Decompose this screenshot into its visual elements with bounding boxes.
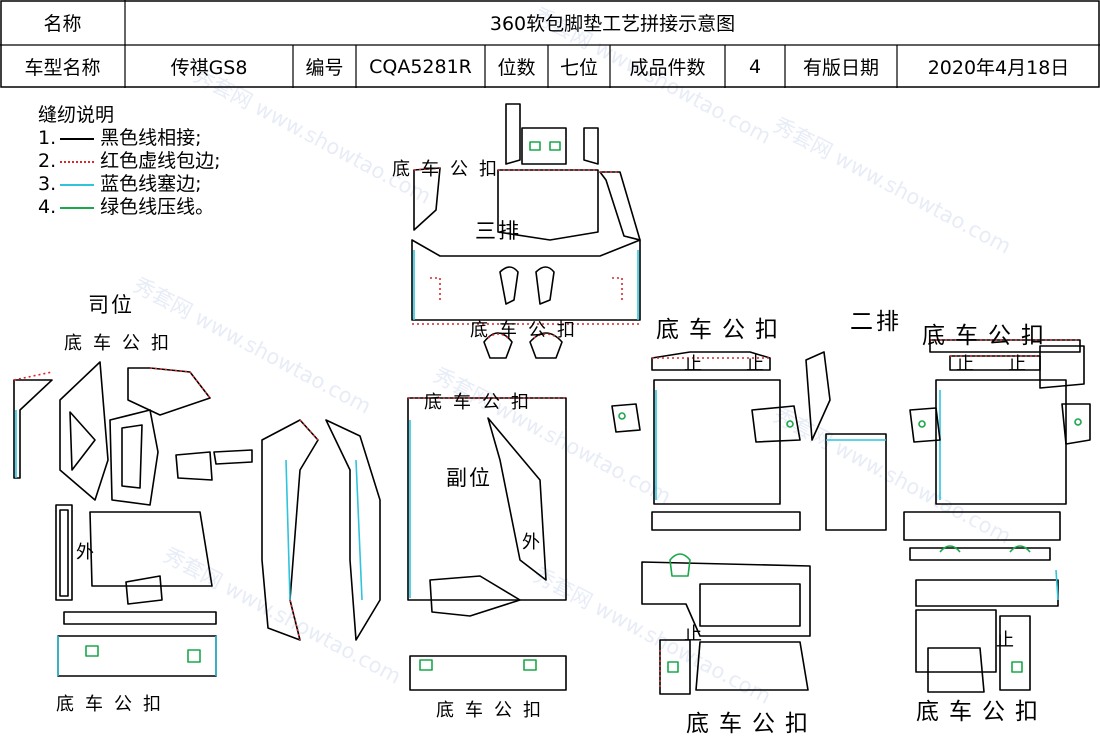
legend-item: 3. 蓝色线塞边; (38, 173, 221, 196)
stop-label: 止 (684, 624, 702, 645)
name-label: 名称 (43, 13, 82, 35)
legend-item: 1. 黑色线相接; (38, 127, 221, 150)
cyan-line-swatch (60, 183, 95, 186)
second-row-label: 二排 (850, 309, 902, 335)
legend-num: 4. (38, 196, 57, 218)
stop-label: 止 (996, 630, 1014, 651)
sewing-legend: 缝纫说明 1. 黑色线相接; 2. 红色虚线包边; 3. 蓝色线塞边; 4. 绿… (38, 104, 221, 219)
stop-label: 止 (684, 354, 702, 375)
seats-value: 七位 (559, 57, 598, 79)
legend-num: 3. (38, 173, 57, 195)
model-value: 传祺GS8 (170, 57, 248, 79)
bottom-clip-label: 底车公扣 (916, 699, 1048, 725)
legend-item: 2. 红色虚线包边; (38, 150, 221, 173)
bottom-clip-label: 底车公扣 (392, 159, 508, 180)
count-value: 4 (748, 55, 762, 78)
legend-text: 红色虚线包边; (100, 150, 221, 172)
legend-text: 黑色线相接; (100, 127, 202, 149)
bottom-clip-label: 底车公扣 (436, 700, 552, 721)
black-line-swatch (60, 137, 95, 140)
bottom-clip-label: 底车公扣 (922, 323, 1054, 349)
legend-item: 4. 绿色线压线。 (38, 196, 221, 219)
stop-label: 止 (956, 354, 974, 375)
outer-label: 外 (76, 542, 94, 563)
date-value: 2020年4月18日 (927, 57, 1070, 79)
passenger-label: 副位 (446, 466, 492, 490)
passenger-pattern-group (407, 397, 567, 691)
page-title: 360软包脚垫工艺拼接示意图 (489, 13, 736, 35)
code-value: CQA5281R (369, 55, 472, 78)
count-label: 成品件数 (629, 57, 706, 79)
bottom-clip-label: 底车公扣 (424, 392, 540, 413)
legend-text: 绿色线压线。 (100, 196, 215, 218)
driver-label: 司位 (88, 293, 134, 317)
stop-label: 止 (746, 354, 764, 375)
outer-label: 外 (522, 532, 540, 553)
second-row-middle-group (611, 351, 887, 695)
date-label: 有版日期 (802, 57, 879, 79)
stop-label: 止 (1008, 354, 1026, 375)
third-row-pattern-group (411, 103, 641, 359)
bottom-clip-label: 底车公扣 (686, 711, 818, 737)
bottom-clip-label: 底车公扣 (656, 317, 788, 343)
seats-label: 位数 (497, 57, 536, 79)
driver-pattern-group (13, 361, 381, 677)
model-label: 车型名称 (24, 57, 101, 79)
second-row-right-group (903, 339, 1091, 693)
header-table-grid (0, 0, 1100, 88)
bottom-clip-label: 底车公扣 (470, 320, 586, 341)
bottom-clip-label: 底车公扣 (64, 333, 180, 354)
red-dotted-swatch (60, 160, 95, 163)
legend-title: 缝纫说明 (38, 104, 115, 126)
third-row-label: 三排 (475, 219, 521, 243)
legend-num: 1. (38, 127, 57, 149)
legend-text: 蓝色线塞边; (100, 173, 202, 195)
green-line-swatch (60, 206, 95, 209)
legend-num: 2. (38, 150, 57, 172)
code-label: 编号 (305, 57, 344, 79)
bottom-clip-label: 底车公扣 (56, 694, 172, 715)
